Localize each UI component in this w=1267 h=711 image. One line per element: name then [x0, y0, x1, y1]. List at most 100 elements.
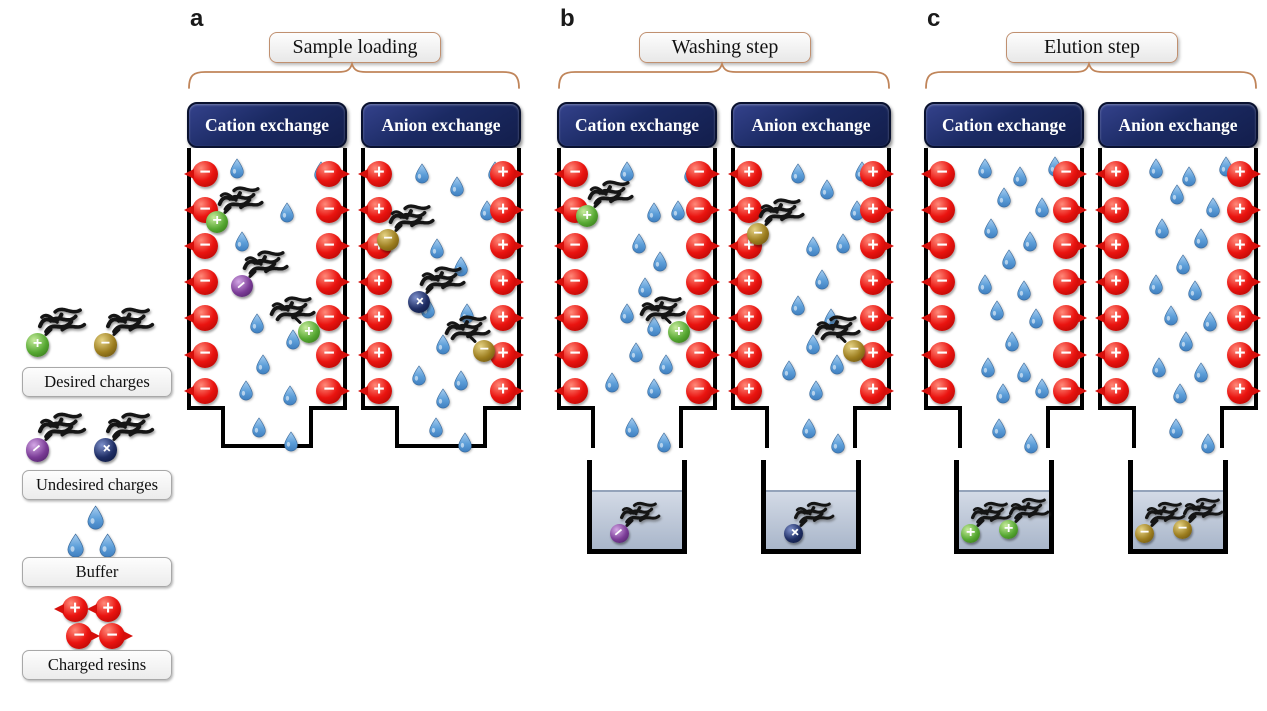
charged-resin-icon: − [1053, 269, 1087, 296]
resin-tail [184, 313, 194, 324]
legend-box-buffer: Buffer [22, 557, 172, 587]
beaker-liquid [592, 490, 682, 549]
legend-box-charged-resins: Charged resins [22, 650, 172, 680]
resin-ball [192, 233, 218, 260]
resin-sign: − [1060, 162, 1072, 184]
resin-ball [1053, 305, 1079, 332]
resin-tail [514, 385, 524, 396]
charged-resin-icon: − [686, 377, 720, 404]
resin-ball [929, 341, 955, 368]
resin-tail [1077, 168, 1087, 179]
buffer-droplet-icon [255, 354, 271, 375]
resin-tail [921, 277, 931, 288]
resin-tail [514, 168, 524, 179]
charged-resin-icon: + [728, 377, 762, 404]
buffer-droplet-icon [983, 218, 999, 239]
resin-ball [860, 377, 886, 404]
resin-tail [1095, 385, 1105, 396]
buffer-droplet-icon [66, 533, 85, 558]
charged-resin-icon: − [921, 233, 955, 260]
resin-ball [929, 305, 955, 332]
resin-ball [1103, 160, 1129, 187]
resin-ball [736, 197, 762, 224]
resin-ball [686, 377, 712, 404]
resin-tail [358, 277, 368, 288]
buffer-droplet-icon [1148, 158, 1164, 179]
resin-tail [1077, 349, 1087, 360]
charge-sign: − [100, 335, 111, 353]
buffer-droplet-icon [628, 342, 644, 363]
resin-ball [1227, 197, 1253, 224]
buffer-droplet-icon [670, 200, 686, 221]
resin-sign: − [1060, 306, 1072, 328]
charged-resin-icon: + [490, 377, 524, 404]
resin-tail [1077, 277, 1087, 288]
resin-sign: + [497, 270, 509, 292]
charge-ball-purple: − [610, 523, 630, 543]
resin-sign: − [569, 270, 581, 292]
buffer-droplet-icon [1178, 331, 1194, 352]
resin-tail [884, 205, 894, 216]
charged-resin-icon: + [358, 341, 392, 368]
resin-tail [1251, 349, 1261, 360]
buffer-droplet-icon [977, 158, 993, 179]
charged-resin-icon: + [1227, 341, 1261, 368]
resin-sign: + [743, 270, 755, 292]
resin-ball [490, 377, 516, 404]
beaker: −− [1128, 460, 1228, 554]
resin-sign: − [693, 234, 705, 256]
resin-sign: − [1060, 270, 1072, 292]
column-body: ++++++++++++++−+− [358, 148, 524, 406]
resin-ball [1103, 377, 1129, 404]
resin-tail [884, 385, 894, 396]
buffer-droplet-icon [428, 417, 444, 438]
charge-ball-green: + [576, 205, 599, 228]
buffer-droplet-icon [251, 417, 267, 438]
column-outlet [1098, 406, 1258, 448]
outlet-wall-left [221, 406, 225, 448]
protein-gold-icon: − [747, 194, 811, 246]
resin-sign: − [323, 234, 335, 256]
charged-resin-icon: − [921, 160, 955, 187]
panel-c-label: c [927, 5, 941, 32]
charged-resin-icon: − [316, 305, 350, 332]
resin-sign: + [497, 198, 509, 220]
column-header: Cation exchange [557, 102, 717, 148]
resin-sign: − [1060, 234, 1072, 256]
charged-resin-icon: + [728, 341, 762, 368]
buffer-droplet-icon [414, 163, 430, 184]
column-header-label: Anion exchange [381, 114, 501, 135]
resin-tail [514, 205, 524, 216]
resin-ball [490, 305, 516, 332]
collected-protein-gold-icon: − [1173, 494, 1229, 540]
resin-sign: − [569, 306, 581, 328]
buffer-droplet-icon [1200, 433, 1216, 454]
column-outlet [731, 406, 891, 448]
charged-resin-icon: − [686, 269, 720, 296]
charge-sign: + [304, 322, 314, 340]
resin-tail [710, 241, 720, 252]
buffer-droplet-icon [1169, 184, 1185, 205]
charged-resin-icon: − [1053, 233, 1087, 260]
buffer-droplet-icon [631, 233, 647, 254]
buffer-droplet-icon [1034, 378, 1050, 399]
charged-resin-icon: − [184, 233, 218, 260]
charge-ball-gold: − [747, 223, 770, 246]
resin-sign: + [867, 343, 879, 364]
column-contents: ++++++++++++++ [1095, 148, 1261, 406]
buffer-droplet-icon [1012, 166, 1028, 187]
column-contents: ++++++++++++++−+− [358, 148, 524, 406]
panel-c-cation-column: Cation exchange−−−−−−−−−−−−−− [921, 102, 1087, 448]
resin-ball [562, 341, 588, 368]
charge-sign: + [674, 322, 684, 340]
resin-sign: − [569, 343, 581, 364]
resin-sign: − [936, 306, 948, 328]
charged-resin-icon: − [554, 233, 588, 260]
resin-tail [1251, 277, 1261, 288]
resin-ball [1053, 377, 1079, 404]
outlet-wall-right [1046, 406, 1050, 448]
panel-a-anion-column: Anion exchange++++++++++++++−+− [358, 102, 524, 448]
resin-ball [1103, 233, 1129, 260]
charge-sign: + [212, 212, 222, 230]
charge-ball-navy: + [407, 290, 430, 313]
